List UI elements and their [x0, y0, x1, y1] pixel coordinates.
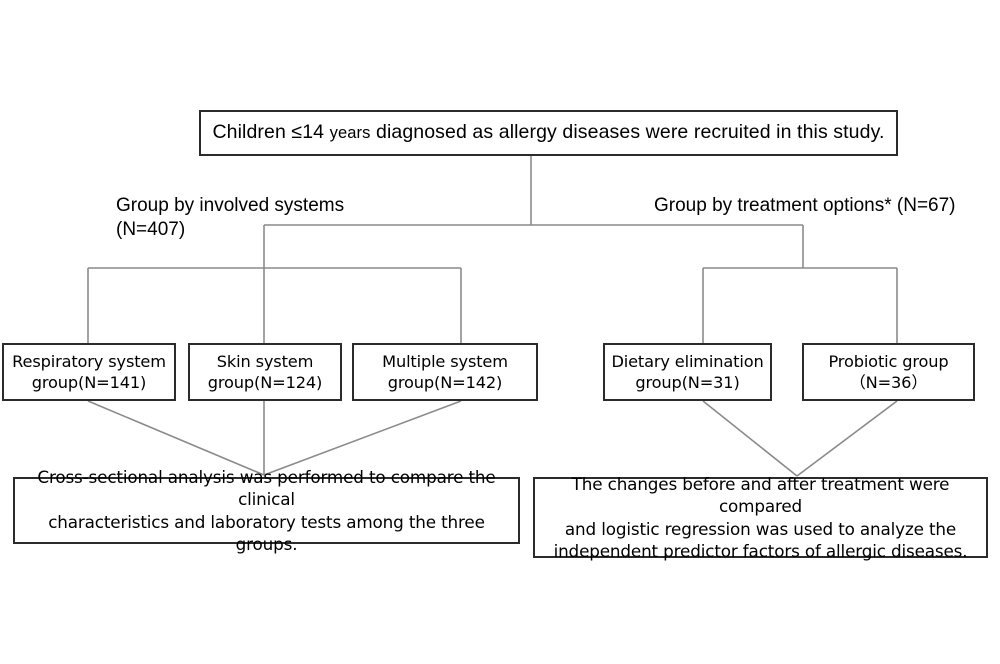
- recruitment-text-lead: Children ≤14: [212, 121, 330, 144]
- node-recruitment: Children ≤14 years diagnosed as allergy …: [199, 110, 898, 156]
- node-multiple-system-group: Multiple system group(N=142): [352, 343, 538, 401]
- node-probiotic-group: Probiotic group （N=36）: [802, 343, 975, 401]
- node-skin-system-group-label: Skin system group(N=124): [207, 351, 323, 392]
- node-multiple-system-group-label: Multiple system group(N=142): [382, 351, 508, 392]
- branch-label-involved-systems: Group by involved systems (N=407): [116, 195, 345, 241]
- node-dietary-elimination-group: Dietary elimination group(N=31): [603, 343, 772, 401]
- node-cross-sectional-analysis-label: Cross-sectional analysis was performed t…: [37, 466, 496, 555]
- recruitment-text-unit: years: [329, 124, 371, 143]
- node-cross-sectional-analysis: Cross-sectional analysis was performed t…: [13, 467, 520, 554]
- node-probiotic-group-label: Probiotic group （N=36）: [828, 351, 949, 392]
- node-dietary-elimination-group-label: Dietary elimination group(N=31): [611, 351, 764, 392]
- node-recruitment-label: Children ≤14 years diagnosed as allergy …: [201, 120, 896, 145]
- node-respiratory-system-group: Respiratory system group(N=141): [2, 343, 176, 401]
- recruitment-text-tail: diagnosed as allergy diseases were recru…: [370, 121, 885, 144]
- node-skin-system-group: Skin system group(N=124): [188, 343, 342, 401]
- node-treatment-change-analysis-label: The changes before and after treatment w…: [553, 473, 968, 562]
- node-treatment-change-analysis: The changes before and after treatment w…: [533, 474, 988, 561]
- node-respiratory-system-group-label: Respiratory system group(N=141): [12, 351, 166, 392]
- branch-label-treatment-options: Group by treatment options* (N=67): [654, 195, 956, 216]
